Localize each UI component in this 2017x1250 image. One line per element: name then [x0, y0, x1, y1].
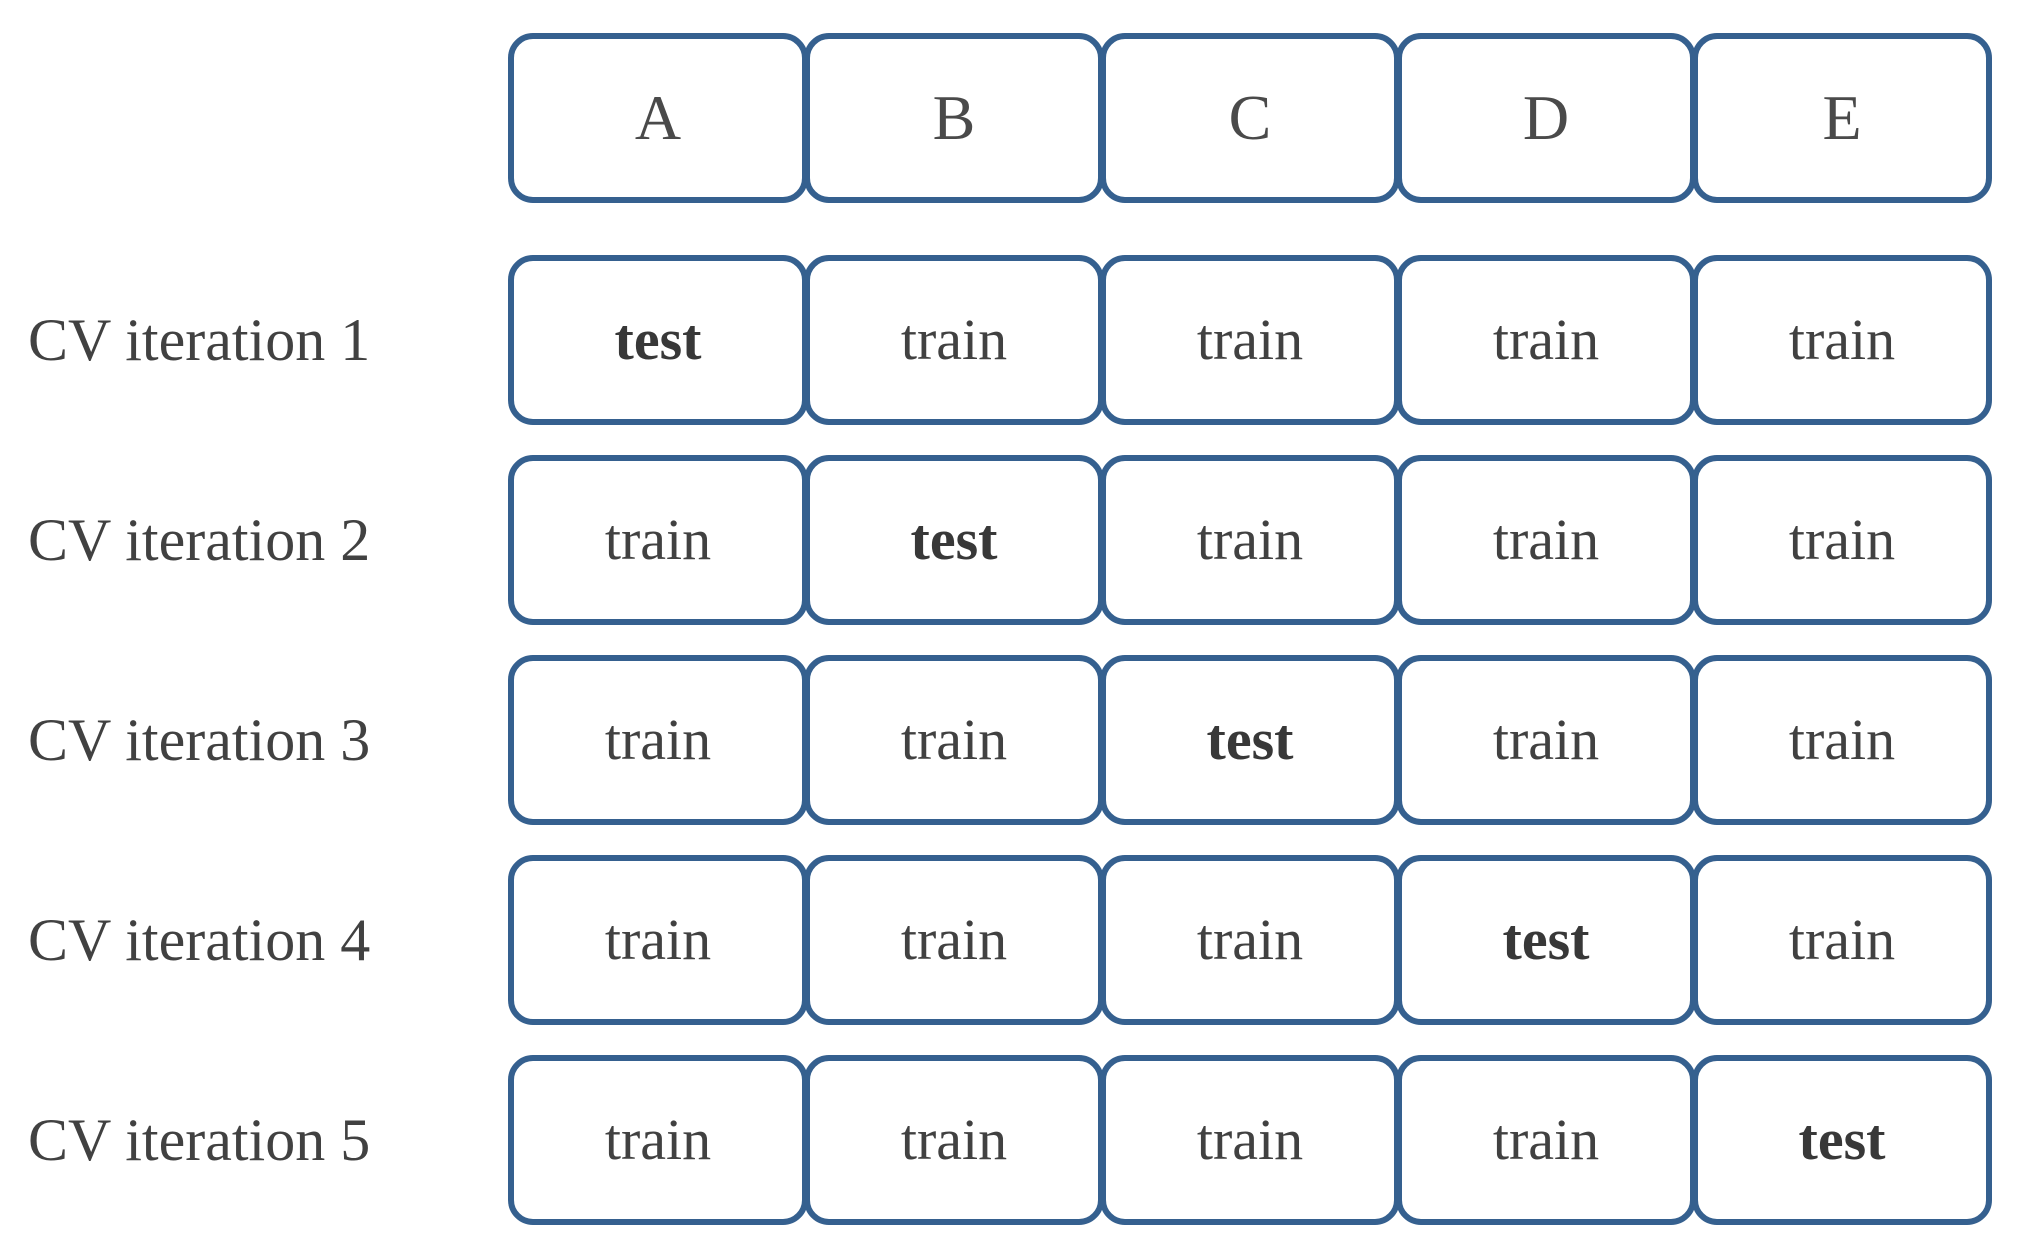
row-label: CV iteration 3 [28, 706, 371, 773]
cell-value: train [900, 707, 1008, 772]
row-label-spacer [0, 33, 508, 203]
column-header-letter: D [1522, 82, 1570, 153]
cell-value: train [900, 1107, 1008, 1172]
row-label: CV iteration 4 [28, 906, 371, 973]
fold-cell: test [1692, 1055, 1992, 1225]
column-header-letter: E [1822, 82, 1862, 153]
cell-value: train [900, 307, 1008, 372]
fold-cell: train [1396, 655, 1696, 825]
column-header-letter: C [1228, 82, 1272, 153]
column-header-box-e: E [1692, 33, 1992, 203]
fold-cell: train [1692, 855, 1992, 1025]
fold-cell: train [1396, 455, 1696, 625]
fold-cell: test [508, 255, 808, 425]
cell-value: train [1196, 507, 1304, 572]
fold-cell: train [1396, 1055, 1696, 1225]
fold-cell: train [1100, 855, 1400, 1025]
cv-row-5: CV iteration 5 train train train train t… [0, 1055, 2017, 1225]
cell-value: train [604, 507, 712, 572]
fold-cell: train [804, 855, 1104, 1025]
cv-row-4: CV iteration 4 train train train test tr… [0, 855, 2017, 1025]
fold-cell: train [1100, 455, 1400, 625]
row-label: CV iteration 5 [28, 1106, 371, 1173]
row-label: CV iteration 1 [28, 306, 371, 373]
cell-value: train [1492, 307, 1600, 372]
cell-value: train [1492, 707, 1600, 772]
fold-cell: train [1396, 255, 1696, 425]
cv-row-1: CV iteration 1 test train train train tr… [0, 255, 2017, 425]
column-header-box-b: B [804, 33, 1104, 203]
cv-row-3: CV iteration 3 train train test train tr… [0, 655, 2017, 825]
cell-value: test [1502, 907, 1590, 972]
cell-value: test [614, 307, 702, 372]
cell-value: train [604, 1107, 712, 1172]
fold-cell: train [1100, 1055, 1400, 1225]
cell-value: train [1788, 907, 1896, 972]
fold-cell: train [1692, 255, 1992, 425]
fold-cell: train [508, 855, 808, 1025]
fold-cell: train [804, 1055, 1104, 1225]
cell-value: train [604, 707, 712, 772]
fold-cell: train [1100, 255, 1400, 425]
cell-value: train [604, 907, 712, 972]
column-header-box-d: D [1396, 33, 1696, 203]
fold-cell: train [508, 655, 808, 825]
cv-row-2: CV iteration 2 train test train train tr… [0, 455, 2017, 625]
fold-cell: train [508, 455, 808, 625]
fold-cell: train [508, 1055, 808, 1225]
column-header-row: A B C D E [0, 33, 2017, 203]
fold-cell: test [1100, 655, 1400, 825]
fold-cell: train [804, 255, 1104, 425]
cell-value: train [1196, 307, 1304, 372]
fold-cell: train [1692, 455, 1992, 625]
cell-value: train [900, 907, 1008, 972]
cell-value: train [1788, 707, 1896, 772]
cell-value: test [910, 507, 998, 572]
column-header-box-a: A [508, 33, 808, 203]
column-header-box-c: C [1100, 33, 1400, 203]
cell-value: train [1788, 307, 1896, 372]
fold-cell: train [804, 655, 1104, 825]
column-header-letter: B [932, 82, 976, 153]
fold-cell: test [1396, 855, 1696, 1025]
cell-value: train [1788, 507, 1896, 572]
column-header-letter: A [634, 82, 682, 153]
fold-cell: train [1692, 655, 1992, 825]
cell-value: test [1798, 1107, 1886, 1172]
cell-value: train [1492, 1107, 1600, 1172]
cell-value: train [1492, 507, 1600, 572]
cell-value: test [1206, 707, 1294, 772]
fold-cell: test [804, 455, 1104, 625]
cell-value: train [1196, 907, 1304, 972]
row-label: CV iteration 2 [28, 506, 371, 573]
cell-value: train [1196, 1107, 1304, 1172]
